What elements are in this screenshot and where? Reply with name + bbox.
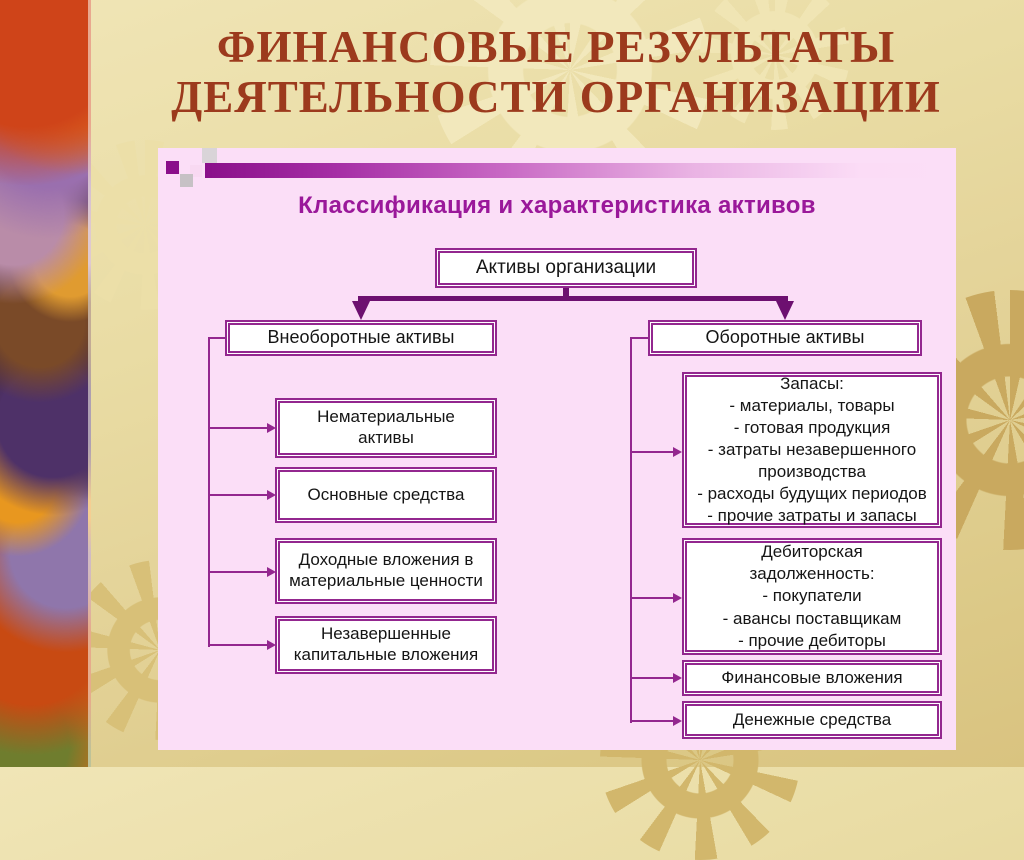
connector-right-arm — [630, 597, 674, 599]
arrow-down-right-branch — [776, 301, 794, 320]
arrow-down-left-branch — [352, 301, 370, 320]
branch-node-current-assets: Оборотные активы — [648, 320, 922, 356]
child-node-label: Нематериальные активы — [317, 407, 455, 447]
arrow-right-icon — [267, 567, 276, 577]
child-node-receivables: Дебиторская задолженность: - покупатели … — [682, 538, 942, 655]
connector-left-arm — [208, 427, 268, 429]
arrow-right-icon — [673, 447, 682, 457]
root-node-assets: Активы организации — [435, 248, 697, 288]
connector-right-elbow — [630, 337, 648, 339]
connector-root-stub — [563, 288, 569, 298]
connector-right-arm — [630, 451, 674, 453]
connector-right-arm — [630, 720, 674, 722]
child-node-label: Доходные вложения в материальные ценност… — [289, 550, 483, 590]
decor-square-gray — [180, 174, 193, 187]
slide-title: ФИНАНСОВЫЕ РЕЗУЛЬТАТЫ ДЕЯТЕЛЬНОСТИ ОРГАН… — [92, 22, 1020, 123]
child-node-fixed-assets: Основные средства — [275, 467, 497, 523]
child-node-label: Дебиторская задолженность: - покупатели … — [722, 542, 902, 650]
connector-root-bar — [358, 296, 788, 301]
connector-left-elbow — [208, 337, 225, 339]
connector-left-arm — [208, 571, 268, 573]
content-panel: Классификация и характеристика активов А… — [158, 148, 956, 750]
root-node-label: Активы организации — [475, 257, 657, 279]
decor-square-lightgray — [202, 148, 217, 163]
arrow-right-icon — [267, 490, 276, 500]
child-node-intangible-assets: Нематериальные активы — [275, 398, 497, 458]
arrow-right-icon — [673, 673, 682, 683]
decor-gradient-bar — [205, 163, 950, 178]
child-node-income-investments: Доходные вложения в материальные ценност… — [275, 538, 497, 604]
child-node-label: Основные средства — [307, 484, 465, 504]
connector-right-arm — [630, 677, 674, 679]
child-node-inventories: Запасы: - материалы, товары - готовая пр… — [682, 372, 942, 528]
child-node-label: Незавершенные капитальные вложения — [293, 624, 479, 664]
child-node-cash: Денежные средства — [682, 701, 942, 739]
child-node-label: Финансовые вложения — [721, 667, 903, 687]
child-node-label: Денежные средства — [732, 709, 892, 729]
branch-node-noncurrent-assets: Внеоборотные активы — [225, 320, 497, 356]
left-artwork-strip — [0, 0, 91, 767]
decor-square-purple — [166, 161, 179, 174]
slide-title-line1: ФИНАНСОВЫЕ РЕЗУЛЬТАТЫ — [216, 22, 896, 72]
connector-left-arm — [208, 644, 268, 646]
connector-left-arm — [208, 494, 268, 496]
decor-square-pink — [190, 165, 202, 177]
connector-left-vertical — [208, 337, 210, 647]
slide-title-line2: ДЕЯТЕЛЬНОСТИ ОРГАНИЗАЦИИ — [171, 72, 941, 123]
arrow-right-icon — [267, 640, 276, 650]
arrow-right-icon — [673, 716, 682, 726]
panel-heading: Классификация и характеристика активов — [298, 192, 816, 219]
child-node-unfinished-capital: Незавершенные капитальные вложения — [275, 616, 497, 674]
connector-right-vertical — [630, 337, 632, 723]
child-node-financial-investments: Финансовые вложения — [682, 660, 942, 696]
arrow-right-icon — [673, 593, 682, 603]
branch-label: Внеоборотные активы — [267, 327, 455, 348]
arrow-right-icon — [267, 423, 276, 433]
child-node-label: Запасы: - материалы, товары - готовая пр… — [697, 373, 927, 526]
branch-label: Оборотные активы — [705, 327, 865, 348]
